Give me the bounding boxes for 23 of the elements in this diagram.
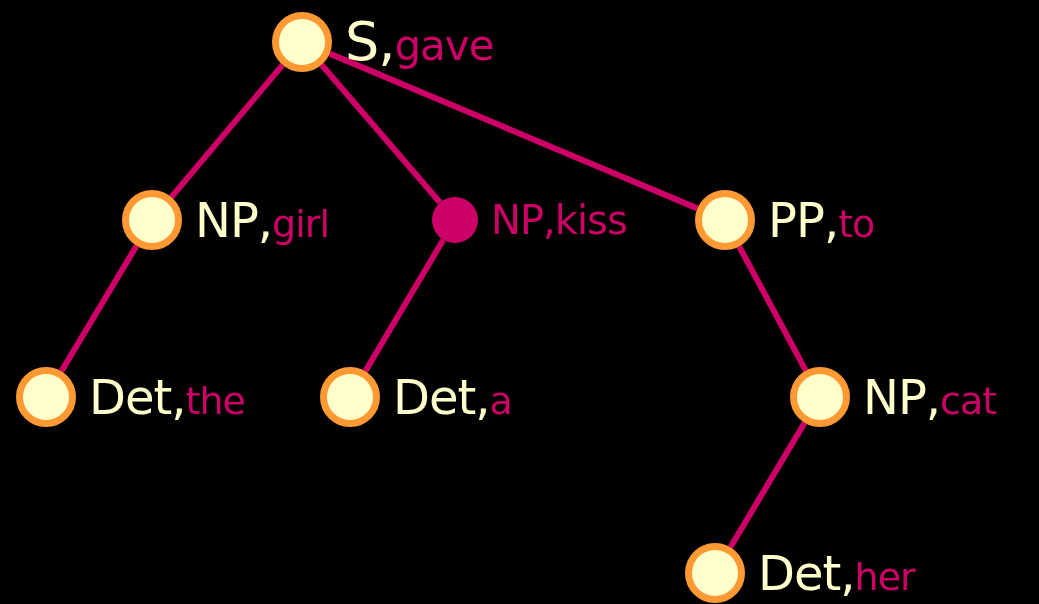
category-label: Det, — [393, 373, 490, 421]
head-word: girl — [272, 205, 329, 243]
head-word: cat — [940, 382, 997, 420]
tree-branch — [169, 63, 285, 199]
category-label: NP, — [195, 196, 273, 244]
tree-branch — [362, 238, 446, 373]
head-word: gave — [394, 25, 494, 67]
category-label: Det, — [89, 373, 186, 421]
tree-branch — [328, 50, 699, 212]
category-label: NP, — [863, 373, 941, 421]
head-word: a — [489, 382, 512, 420]
category-label: NP, — [491, 200, 555, 240]
head-word: her — [854, 558, 915, 596]
tree-branch — [319, 62, 443, 205]
category-label: Det, — [758, 549, 855, 597]
tree-branch — [58, 244, 140, 373]
head-word: the — [185, 382, 245, 420]
category-label: S, — [345, 15, 395, 69]
head-word: to — [838, 205, 875, 243]
category-label: PP, — [768, 196, 839, 244]
tree-branch — [736, 245, 809, 372]
tree-branch — [727, 421, 808, 549]
head-word: kiss — [554, 200, 627, 240]
